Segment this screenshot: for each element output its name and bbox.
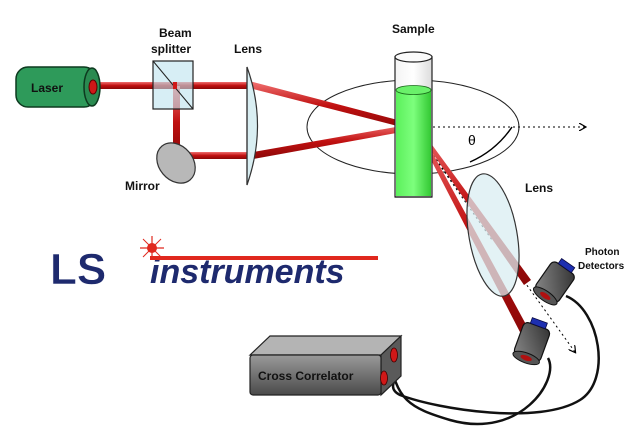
lens-top: [246, 66, 259, 186]
beam-lens-to-sample-upper: [253, 82, 413, 130]
beam-down-to-mirror: [173, 86, 180, 158]
scattered-axis: [412, 126, 575, 352]
lens-right-label: Lens: [525, 181, 553, 195]
beam-splitter: [152, 60, 194, 110]
cross-correlator-label: Cross Correlator: [258, 369, 354, 383]
logo-underline: [150, 256, 378, 260]
laser-label: Laser: [31, 81, 63, 95]
sample-cuvette: [394, 51, 433, 198]
lens-top-label: Lens: [234, 42, 262, 56]
beam-laser: [95, 82, 177, 89]
mirror-label: Mirror: [125, 179, 160, 193]
logo-prefix: LS: [50, 245, 106, 294]
theta-label: θ: [468, 132, 476, 148]
beam-upper-to-lens: [177, 82, 253, 89]
photon-detector-2: [512, 317, 551, 366]
cross-correlator: Cross Correlator: [248, 334, 403, 397]
sample-label: Sample: [392, 22, 435, 36]
beam-splitter-label-2: splitter: [151, 42, 191, 56]
photon-detectors-label-1: Photon: [585, 247, 619, 258]
ls-instruments-logo: LS instruments: [50, 236, 378, 294]
beam-splitter-label-1: Beam: [159, 26, 192, 40]
laser: Laser: [15, 66, 101, 108]
lens-right: [466, 173, 520, 297]
photon-detectors-label-2: Detectors: [578, 261, 625, 272]
logo-star-icon: [140, 236, 164, 260]
beam-mirror-to-lens: [176, 152, 253, 159]
beam-lens-to-sample-lower: [253, 124, 413, 159]
cable-2: [388, 354, 552, 426]
theta-arc: [469, 126, 513, 163]
mirror: [156, 142, 196, 184]
photon-detector-1: [532, 258, 576, 306]
cable-1: [391, 294, 600, 415]
